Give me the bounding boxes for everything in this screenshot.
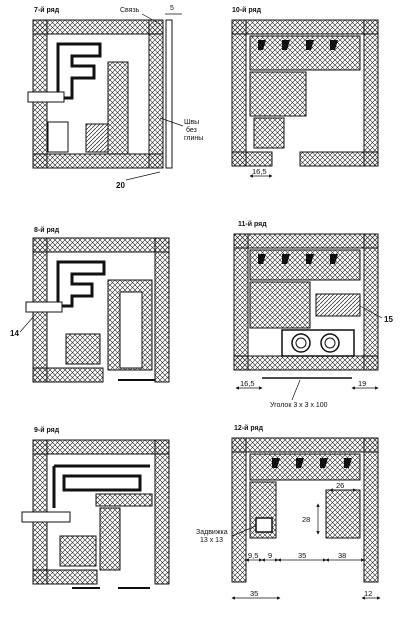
row-12-title: 12-й ряд bbox=[234, 424, 264, 432]
r10-wall-bottom-right bbox=[299, 151, 379, 167]
row-9-title: 9-й ряд bbox=[34, 426, 60, 434]
r9-door-frame bbox=[21, 511, 71, 523]
r11-burner-right-ring bbox=[324, 337, 336, 349]
r7-inner-wall bbox=[107, 61, 129, 155]
r9-inner-wall bbox=[99, 507, 121, 571]
r10-wall-left bbox=[231, 19, 247, 167]
r8-lower-block bbox=[65, 333, 101, 365]
r12-right-block bbox=[325, 489, 361, 539]
r11-grate bbox=[315, 293, 361, 317]
label-svyaz: Связь bbox=[120, 7, 140, 14]
row-12-plan: 12-й ряд 26 28 Задвижка 13 х 13 9,5 9 35… bbox=[196, 424, 381, 600]
r12-dim-35a: 35 bbox=[298, 551, 306, 560]
r11-wall-left bbox=[233, 233, 249, 371]
r10-lower-block bbox=[253, 117, 285, 149]
r11-top-block bbox=[249, 249, 361, 281]
r8-wall-bottom bbox=[32, 367, 104, 383]
r8-door-frame bbox=[25, 301, 63, 313]
r10-dim-16-5: 16,5 bbox=[252, 167, 267, 176]
r12-dim-26: 26 bbox=[336, 481, 344, 490]
r11-wall-top bbox=[233, 233, 379, 249]
r10-channel-openings bbox=[258, 40, 338, 50]
r12-wall-left bbox=[231, 437, 247, 583]
label-14: 14 bbox=[10, 329, 19, 338]
r11-channel-openings bbox=[258, 254, 338, 264]
r7-wall-right bbox=[148, 19, 164, 169]
row-11-plan: 11-й ряд 15 16,5 19 Уголок 3 х 3 х 100 bbox=[233, 220, 393, 409]
r11-stove-plate bbox=[281, 329, 355, 357]
ugolok-leader bbox=[291, 379, 301, 401]
r9-wall-top bbox=[32, 439, 170, 455]
label-20-leader bbox=[125, 171, 161, 181]
label-ugolok: Уголок 3 х 3 х 100 bbox=[270, 402, 328, 409]
r10-wall-right bbox=[363, 19, 379, 167]
row-10-title: 10-й ряд bbox=[232, 6, 262, 14]
dim-5: 5 bbox=[170, 5, 174, 12]
r8-smoke-channel bbox=[56, 260, 106, 308]
r12-top-block bbox=[249, 453, 361, 481]
r8-wall-right bbox=[154, 237, 170, 383]
r10-wall-top bbox=[231, 19, 379, 35]
shvy-leader bbox=[159, 117, 184, 127]
row-10-plan: 10-й ряд 16,5 bbox=[231, 6, 379, 178]
r11-left-block bbox=[249, 281, 311, 329]
label-shvy-1: Швы bbox=[184, 119, 199, 126]
r12-dim-9: 9 bbox=[268, 551, 272, 560]
r11-wall-right bbox=[363, 233, 379, 371]
r9-wall-bottom bbox=[32, 569, 98, 585]
row-7-title: 7-й ряд bbox=[34, 6, 60, 14]
r7-seam-column bbox=[165, 19, 173, 169]
label-14-leader bbox=[19, 315, 35, 333]
r12-dim-28: 28 bbox=[302, 515, 310, 524]
r10-wall-bottom-left bbox=[231, 151, 273, 167]
r7-wall-top bbox=[32, 19, 164, 35]
label-shvy-2: без bbox=[186, 126, 197, 134]
row-7-plan: 7-й ряд Связь 5 Швы без глины 20 bbox=[27, 5, 203, 190]
r12-dim-12: 12 bbox=[364, 589, 372, 598]
r9-cross-wall bbox=[95, 493, 153, 507]
r8-vertical-channel bbox=[119, 291, 143, 369]
r12-channel-openings bbox=[272, 458, 352, 468]
r12-wall-right bbox=[363, 437, 379, 583]
r12-damper bbox=[255, 517, 273, 533]
r9-smoke-channel bbox=[52, 464, 150, 508]
r12-dim-9-5: 9,5 bbox=[248, 551, 258, 560]
label-shvy-3: глины bbox=[184, 135, 203, 142]
r7-ash-opening bbox=[47, 121, 69, 153]
r11-dim-19: 19 bbox=[358, 379, 366, 388]
row-8-title: 8-й ряд bbox=[34, 226, 60, 234]
r8-wall-top bbox=[32, 237, 170, 253]
r11-dim-16-5: 16,5 bbox=[240, 379, 255, 388]
r7-grate bbox=[85, 123, 109, 153]
label-zadvizhka-1: Задвижка bbox=[196, 529, 228, 536]
row-9-plan: 9-й ряд bbox=[21, 426, 170, 589]
r7-smoke-channel bbox=[56, 42, 102, 100]
r9-wall-right bbox=[154, 439, 170, 585]
r12-dim-35b: 35 bbox=[250, 589, 258, 598]
row-11-title: 11-й ряд bbox=[238, 220, 267, 228]
r7-door-frame bbox=[27, 91, 65, 103]
r10-middle-block bbox=[249, 71, 307, 117]
r9-lower-block bbox=[59, 535, 97, 567]
label-15-leader bbox=[359, 305, 383, 319]
r12-wall-top bbox=[231, 437, 379, 453]
r11-wall-bottom bbox=[233, 355, 379, 371]
label-20: 20 bbox=[116, 181, 125, 190]
label-15: 15 bbox=[384, 315, 393, 324]
r10-top-block bbox=[249, 35, 361, 71]
r12-dim-38: 38 bbox=[338, 551, 346, 560]
label-zadvizhka-2: 13 х 13 bbox=[200, 537, 223, 544]
zadvizhka-leader bbox=[231, 525, 257, 537]
row-8-plan: 8-й ряд 14 bbox=[10, 226, 170, 383]
r7-wall-bottom bbox=[32, 153, 164, 169]
r11-burner-left-ring bbox=[295, 337, 307, 349]
